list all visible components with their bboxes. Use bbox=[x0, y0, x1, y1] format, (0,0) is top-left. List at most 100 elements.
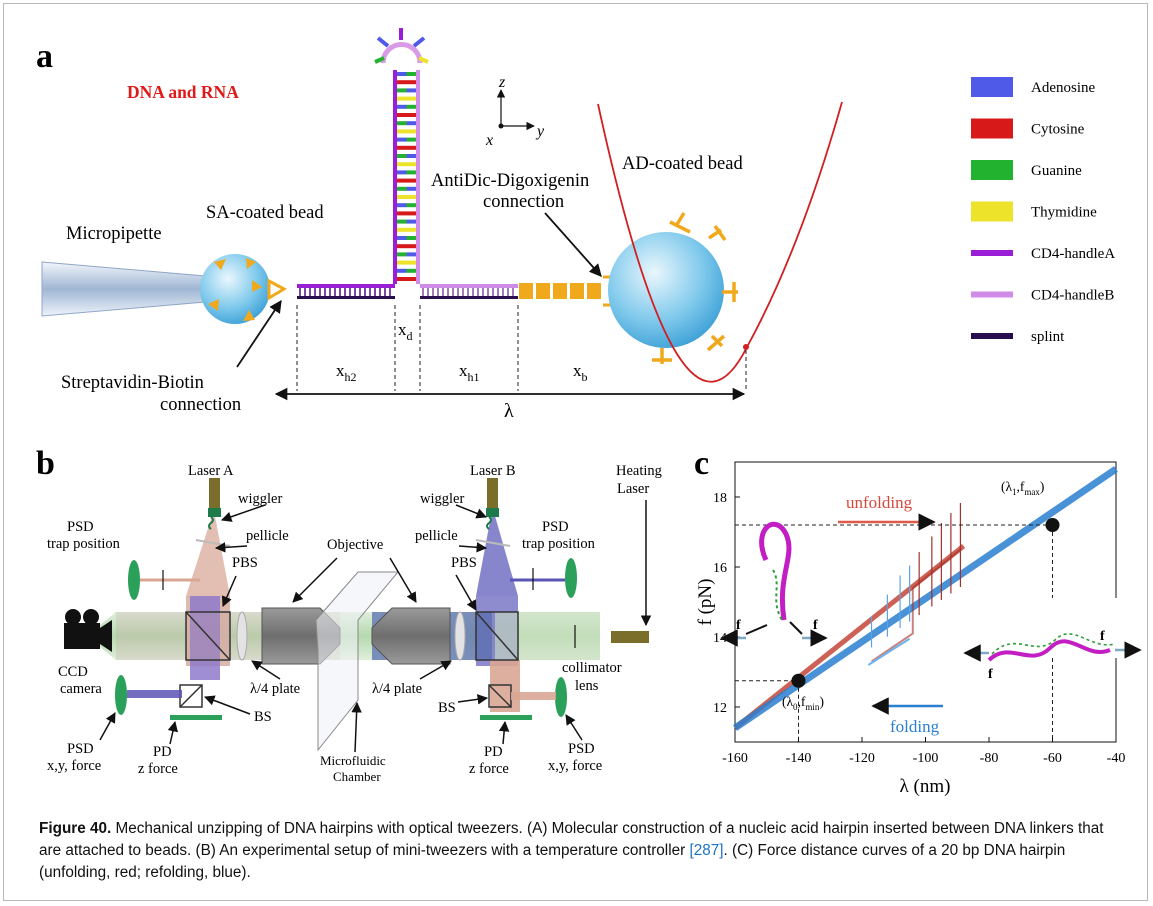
streptavidin-label-line1: Streptavidin-Biotin bbox=[61, 373, 204, 393]
base-legend: AdenosineCytosineGuanineThymidineCD4-han… bbox=[971, 77, 1115, 345]
digoxigenin-blocks bbox=[519, 275, 619, 307]
xb-label: xb bbox=[573, 361, 588, 384]
legend-label: splint bbox=[1031, 329, 1065, 345]
psd-xy-left-label-2: x,y, force bbox=[47, 758, 101, 774]
figure-frame bbox=[3, 3, 1148, 901]
psd-xy-right bbox=[555, 677, 567, 717]
laser-b-beam bbox=[476, 516, 518, 596]
xd-label: xd bbox=[398, 320, 413, 343]
psd-xy-right-label-1: PSD bbox=[568, 741, 595, 757]
psd-trap-left-label-2: trap position bbox=[47, 536, 121, 552]
x-tick-label: -80 bbox=[980, 751, 999, 766]
sa-bead-label: SA-coated bead bbox=[206, 203, 324, 223]
unfolding-annotation: unfolding bbox=[846, 493, 913, 512]
ad-coated-bead bbox=[608, 232, 724, 348]
legend-label: Guanine bbox=[1031, 163, 1082, 179]
bs-left-label: BS bbox=[254, 709, 272, 725]
figure-caption: Figure 40. Mechanical unzipping of DNA h… bbox=[39, 818, 1119, 884]
legend-swatch bbox=[971, 291, 1013, 298]
axes-triad: z x y bbox=[485, 74, 545, 149]
chart-marks bbox=[733, 466, 1118, 742]
micropipette-shape bbox=[41, 261, 206, 317]
handle-b bbox=[420, 284, 518, 299]
handle-a bbox=[297, 284, 395, 299]
xh2-label: xh2 bbox=[336, 361, 357, 384]
lambda4-left-label: λ/4 plate bbox=[250, 681, 300, 697]
x-tick-label: -40 bbox=[1107, 751, 1126, 766]
collimator-label-1: collimator bbox=[562, 660, 622, 676]
psd-trap-left-label-1: PSD bbox=[67, 519, 94, 535]
legend-swatch bbox=[971, 201, 1013, 222]
lambda-label: λ bbox=[504, 400, 514, 422]
psd-xy-left bbox=[115, 675, 127, 715]
point-label-max: (λ1,fmax) bbox=[1001, 479, 1044, 497]
legend-label: CD4-handleA bbox=[1031, 246, 1115, 262]
legend-label: CD4-handleB bbox=[1031, 288, 1114, 304]
lambda4-right-label: λ/4 plate bbox=[372, 681, 422, 697]
x-tick-label: -100 bbox=[913, 751, 939, 766]
hairpin-loop bbox=[374, 28, 429, 64]
force-label-right: f bbox=[813, 618, 818, 633]
chart-xlabel: λ (nm) bbox=[900, 776, 951, 797]
panel-a-title: DNA and RNA bbox=[127, 82, 239, 102]
caption-text-2: . (C) Force distance curves of a 20 bp D… bbox=[39, 842, 1066, 881]
pd-right bbox=[480, 715, 532, 720]
trap-potential bbox=[597, 101, 843, 383]
pd-left bbox=[170, 715, 222, 720]
y-tick-label: 16 bbox=[713, 561, 727, 576]
chart-ylabel: f (pN) bbox=[695, 579, 716, 626]
antidig-label-line1: AntiDic-Digoxigenin bbox=[431, 171, 589, 191]
pd-right-label-1: PD bbox=[484, 744, 503, 760]
heating-label-1: Heating bbox=[616, 463, 662, 479]
force-label-left: f bbox=[736, 618, 741, 633]
ad-bead-label: AD-coated bead bbox=[622, 154, 743, 174]
caption-figure-label: Figure 40. bbox=[39, 820, 112, 837]
series-unfolding bbox=[733, 544, 966, 730]
pbs-right-label: PBS bbox=[451, 555, 477, 571]
laser-a-beam bbox=[186, 516, 230, 596]
laser-a-label: Laser A bbox=[188, 463, 234, 479]
x-tick-label: -160 bbox=[722, 751, 748, 766]
microfluidic-chamber bbox=[315, 571, 400, 752]
x-tick-label: -140 bbox=[786, 751, 812, 766]
psd-trap-right-label-1: PSD bbox=[542, 519, 569, 535]
antidig-label-line2: connection bbox=[483, 192, 564, 212]
collimator-label-2: lens bbox=[575, 678, 599, 694]
pellicle-left-label: pellicle bbox=[246, 528, 289, 544]
pd-right-label-2: z force bbox=[469, 761, 509, 777]
legend-label: Thymidine bbox=[1031, 205, 1097, 221]
antidig-antibodies bbox=[652, 212, 738, 364]
ccd-label-1: CCD bbox=[58, 664, 88, 680]
laser-b-label: Laser B bbox=[470, 463, 516, 479]
x-tick-label: -120 bbox=[849, 751, 875, 766]
caption-text-1: Mechanical unzipping of DNA hairpins wit… bbox=[39, 820, 1104, 859]
psd-trap-right bbox=[565, 558, 577, 598]
legend-swatch bbox=[971, 77, 1013, 97]
pellicle-right-label: pellicle bbox=[415, 528, 458, 544]
ccd-label-2: camera bbox=[60, 681, 102, 697]
caption-reference-link[interactable]: [287] bbox=[689, 842, 724, 859]
dimension-guides bbox=[296, 305, 747, 391]
reference-point bbox=[791, 673, 806, 688]
hairpin-stem bbox=[393, 70, 420, 284]
ccd-camera bbox=[64, 609, 112, 652]
point-label-min: (λ0,fmin) bbox=[782, 694, 824, 712]
pbs-cubes bbox=[185, 611, 519, 661]
panel-c-letter: c bbox=[694, 445, 709, 482]
legend-swatch bbox=[971, 160, 1013, 180]
wiggler-right-label: wiggler bbox=[420, 491, 464, 507]
y-tick-label: 12 bbox=[713, 701, 727, 716]
series-unfolding-branch bbox=[870, 548, 962, 663]
reference-point bbox=[1045, 518, 1060, 532]
legend-label: Adenosine bbox=[1031, 80, 1095, 96]
force-label-strand-left: f bbox=[988, 667, 993, 682]
pd-left-label-2: z force bbox=[138, 761, 178, 777]
figure-svg: a DNA and RNA Micropipette SA-coated bea… bbox=[36, 28, 1142, 797]
pd-left-label-1: PD bbox=[153, 744, 172, 760]
psd-trap-right-label-2: trap position bbox=[522, 536, 596, 552]
bs-right-label: BS bbox=[438, 700, 456, 716]
panel-a-letter: a bbox=[36, 38, 53, 75]
legend-swatch bbox=[971, 250, 1013, 256]
